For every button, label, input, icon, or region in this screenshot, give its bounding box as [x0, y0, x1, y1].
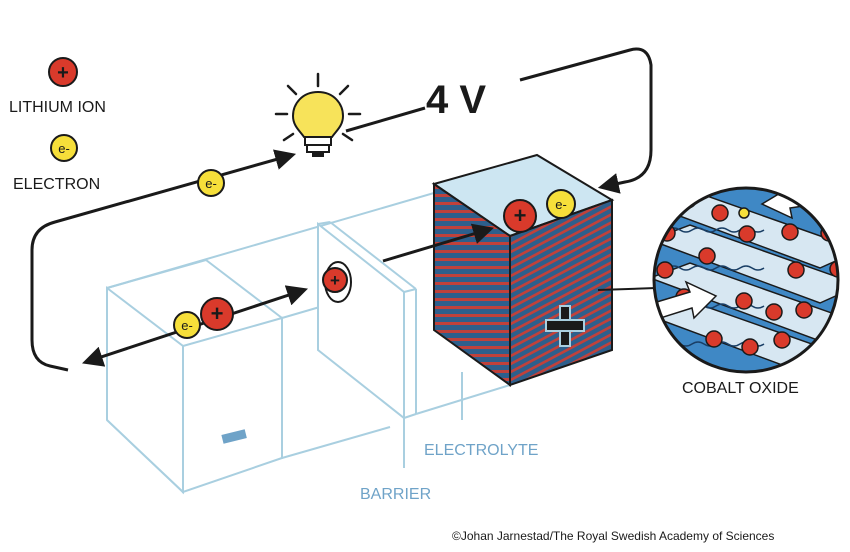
- lithium-ion-icon: +: [48, 57, 78, 87]
- voltage-label: 4 V: [426, 78, 486, 122]
- electron-label: ELECTRON: [13, 176, 100, 193]
- svg-text:+: +: [57, 62, 69, 84]
- cobalt-oxide-label: COBALT OXIDE: [682, 380, 799, 397]
- external-circuit: [30, 47, 653, 372]
- cathode-ion-icon: +: [503, 199, 537, 233]
- electrolyte-label: ELECTROLYTE: [424, 442, 538, 459]
- svg-text:e-: e-: [555, 197, 567, 212]
- svg-text:+: +: [330, 271, 340, 290]
- svg-text:e-: e-: [181, 318, 193, 333]
- svg-text:e-: e-: [58, 141, 70, 156]
- lithium-ion-label: LITHIUM ION: [9, 99, 106, 116]
- image-credit: ©Johan Jarnestad/The Royal Swedish Acade…: [452, 529, 774, 543]
- ion-flow: [82, 223, 495, 367]
- light-bulb-icon: [274, 72, 362, 157]
- anode-minus-icon: [221, 429, 247, 444]
- magnifier-leader: [597, 287, 657, 291]
- electron-icon: e-: [50, 134, 78, 162]
- cathode-block: + e-: [431, 153, 615, 387]
- barrier-ion-icon: +: [322, 261, 352, 303]
- legend: + LITHIUM ION e- ELECTRON: [9, 57, 106, 193]
- anode-ion-icon: +: [200, 297, 234, 331]
- svg-text:e-: e-: [205, 176, 217, 191]
- anode-electron-icon: e-: [173, 311, 201, 339]
- cathode-electron-icon: e-: [546, 189, 576, 219]
- wire-electron-icon: e-: [197, 169, 225, 197]
- cathode-plus-icon: [545, 305, 585, 347]
- svg-text:+: +: [514, 203, 527, 228]
- cobalt-oxide-magnifier: [652, 186, 840, 374]
- barrier-label: BARRIER: [360, 486, 431, 503]
- svg-text:+: +: [211, 301, 224, 326]
